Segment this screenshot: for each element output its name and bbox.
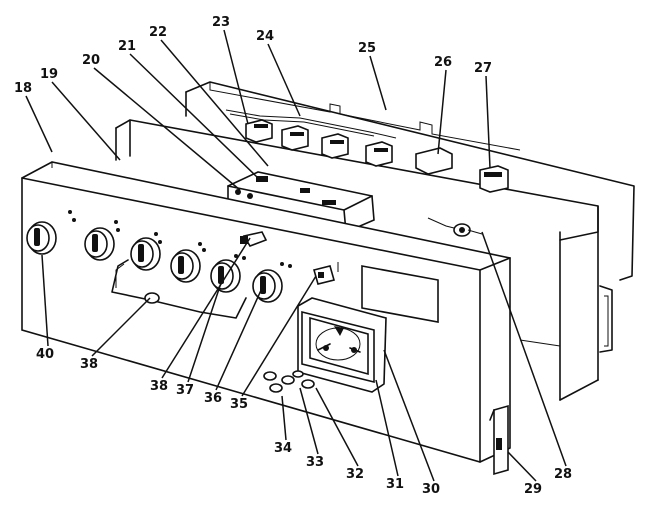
leader-line-c19 [51,81,121,161]
indicator-dots [68,210,292,268]
knob-3 [130,237,161,271]
switch-38 [240,231,268,247]
callout-c21: 21 [118,39,136,54]
leader-line-c28 [481,231,567,467]
callout-c28: 28 [554,467,572,482]
block-27 [479,165,509,193]
leader-line-c32 [315,387,359,467]
control-knobs [26,221,283,303]
callout-c19: 19 [40,67,58,82]
leader-line-c36 [215,287,263,391]
bracket-29 [489,404,509,476]
callout-c34: 34 [274,441,292,456]
knob-40 [26,221,57,255]
leader-line-c20 [93,67,241,191]
callout-c35: 35 [230,397,248,412]
callout-c30: 30 [422,482,440,497]
callout-c23: 23 [212,15,230,30]
leader-line-c24 [267,43,301,117]
front-control-panel [21,161,511,463]
callout-c32: 32 [346,467,364,482]
middle-housing [115,119,599,401]
leader-line-c35 [241,275,317,397]
leader-line-c37 [187,279,223,383]
knob-2 [84,227,115,261]
callout-c26: 26 [434,55,452,70]
callout-c38b: 38 [80,357,98,372]
leader-line-c38b [91,297,151,357]
leader-line-c33 [299,387,319,455]
callout-c20: 20 [82,53,100,68]
leader-line-c25 [369,55,387,111]
callout-c27: 27 [474,61,492,76]
leader-line-c34 [281,395,287,441]
knob-36 [252,269,283,303]
leader-line-c30 [383,349,435,482]
callout-c37: 37 [176,383,194,398]
switch-35 [313,262,339,285]
leader-line-c21 [129,53,259,179]
callout-c25: 25 [358,41,376,56]
leader-line-c26 [437,69,447,155]
screws [263,370,315,393]
relay-blocks [245,119,393,167]
callout-c36: 36 [204,391,222,406]
callout-c40: 40 [36,347,54,362]
sensor-28 [427,217,483,237]
knob-4 [170,249,201,283]
rear-panel [185,81,635,401]
leader-line-c38a [161,237,251,379]
panel-cutout [361,265,439,323]
leader-line-c23 [223,29,249,125]
leader-line-c31 [375,379,399,477]
callout-c24: 24 [256,29,274,44]
leader-line-c40 [41,254,49,347]
leader-line-c22 [160,39,269,167]
rear-components [225,109,509,193]
callout-c38a: 38 [150,379,168,394]
callout-c18: 18 [14,81,32,96]
leader-line-c27 [485,75,491,169]
callout-c31: 31 [386,477,404,492]
leader-line-c18 [25,95,53,153]
block-26 [415,147,453,175]
callout-c33: 33 [306,455,324,470]
leader-line-c29 [507,451,537,482]
callout-labels: 18 19 20 21 22 23 24 25 26 27 28 29 30 31 32 33 34 35 36 37… [14,15,572,497]
callout-c29: 29 [524,482,542,497]
callout-c22: 22 [149,25,167,40]
